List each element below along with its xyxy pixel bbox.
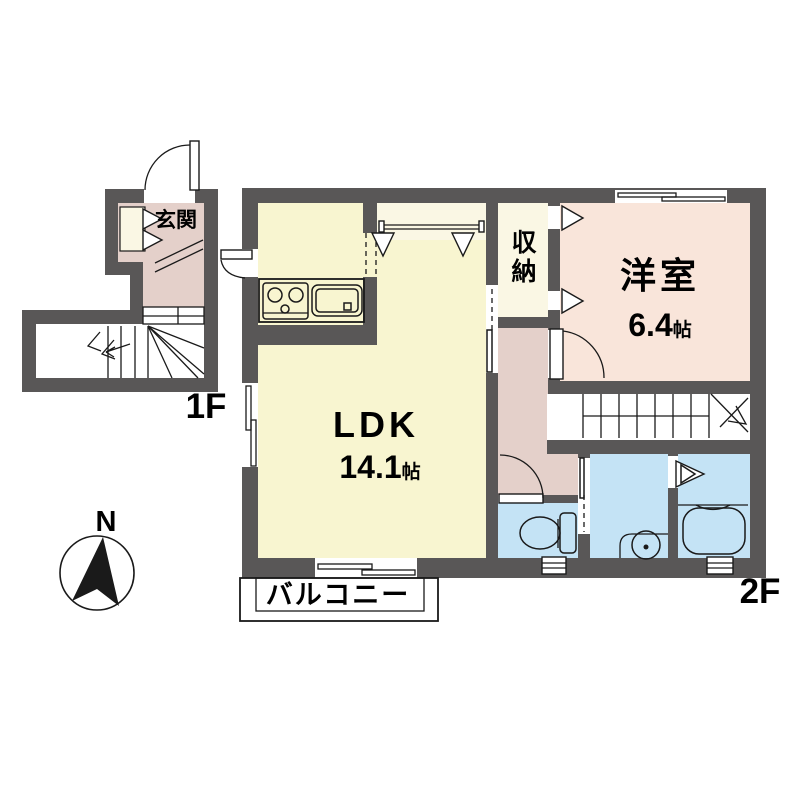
- toilet-icon: [519, 512, 577, 554]
- window-left-sliding: [245, 385, 257, 467]
- floor1-label: 1F: [186, 387, 227, 426]
- stair-break-mark: [86, 331, 102, 352]
- kitchen-door-arc: [220, 259, 246, 279]
- toilet-door-leaf: [498, 493, 544, 504]
- western-room-label: 洋室: [620, 255, 700, 296]
- ldk-size-label: 14.1帖: [339, 449, 420, 485]
- shoe-closet-door-icon: [142, 207, 164, 252]
- floor2-label: 2F: [740, 572, 781, 611]
- stairs-1f-icon: [86, 306, 205, 379]
- entry-door-arc: [144, 144, 191, 191]
- western-room-size-label: 6.4帖: [628, 307, 692, 343]
- vanity-sink-icon: [619, 530, 668, 560]
- stair-room-1f: [36, 324, 204, 378]
- room-storage-floor: [498, 203, 548, 317]
- bathroom-window: [706, 556, 734, 575]
- western-room-door: [549, 328, 605, 380]
- north-label: N: [96, 506, 117, 538]
- kitchen-door-leaf: [220, 249, 253, 260]
- balcony: バルコニー: [239, 577, 439, 622]
- ldk-label: LDK: [333, 404, 419, 445]
- room-western-floor: [560, 203, 750, 381]
- western-door-leaf: [549, 328, 564, 380]
- stair-break-mark: [100, 339, 116, 360]
- western-door-arc: [562, 330, 605, 379]
- hallway-floor: [498, 328, 548, 394]
- closet-hanger-rail-icon: [370, 220, 485, 258]
- toilet-door: [498, 454, 544, 504]
- entrance-label: 玄関: [155, 208, 197, 232]
- balcony-label: バルコニー: [266, 580, 410, 610]
- balcony-sliding-door: [317, 563, 416, 576]
- entry-door-leaf: [189, 140, 200, 191]
- kitchen-counter: [258, 278, 365, 323]
- shoe-closet: [119, 206, 146, 252]
- room-ldk-floor: [258, 203, 486, 558]
- entrance-floor-lower: [143, 262, 204, 307]
- toilet-window: [541, 556, 567, 575]
- bathroom-folding-door-icon: [675, 459, 706, 489]
- sink-icon: [311, 284, 363, 317]
- kitchen-service-door: [220, 249, 253, 279]
- stair-direction-arrow-1f: [105, 343, 131, 358]
- hallway-floor: [547, 454, 578, 495]
- storage-label: 収納: [508, 229, 537, 287]
- stairs-2f-icon: [582, 393, 749, 438]
- toilet-room-floor: [498, 503, 578, 558]
- washroom-floor: [590, 454, 668, 558]
- washroom-sliding-door: [579, 457, 585, 532]
- stove-icon: [262, 282, 309, 320]
- floor-2f-plan: バルコニー LDK 14.1帖 洋室 6.4帖 収納 2F: [220, 188, 781, 622]
- walls-1f: [22, 189, 218, 392]
- bathtub-icon: [678, 504, 748, 555]
- wall-openings: [242, 190, 727, 578]
- kitchen-open-boundary: [365, 233, 377, 277]
- toilet-door-arc: [499, 454, 544, 499]
- floor-1f-plan: 玄関 1F: [22, 140, 227, 426]
- storage-closet-doors-icon: [561, 204, 585, 315]
- ldk-hall-sliding-door: [486, 289, 493, 373]
- north-arrow: [72, 537, 119, 606]
- entry-door: [144, 140, 200, 191]
- compass-icon: N: [59, 506, 135, 611]
- entrance-step-lines: [154, 239, 204, 273]
- stair-direction-arrow-2f: [727, 405, 748, 425]
- window-top-sliding: [617, 192, 726, 202]
